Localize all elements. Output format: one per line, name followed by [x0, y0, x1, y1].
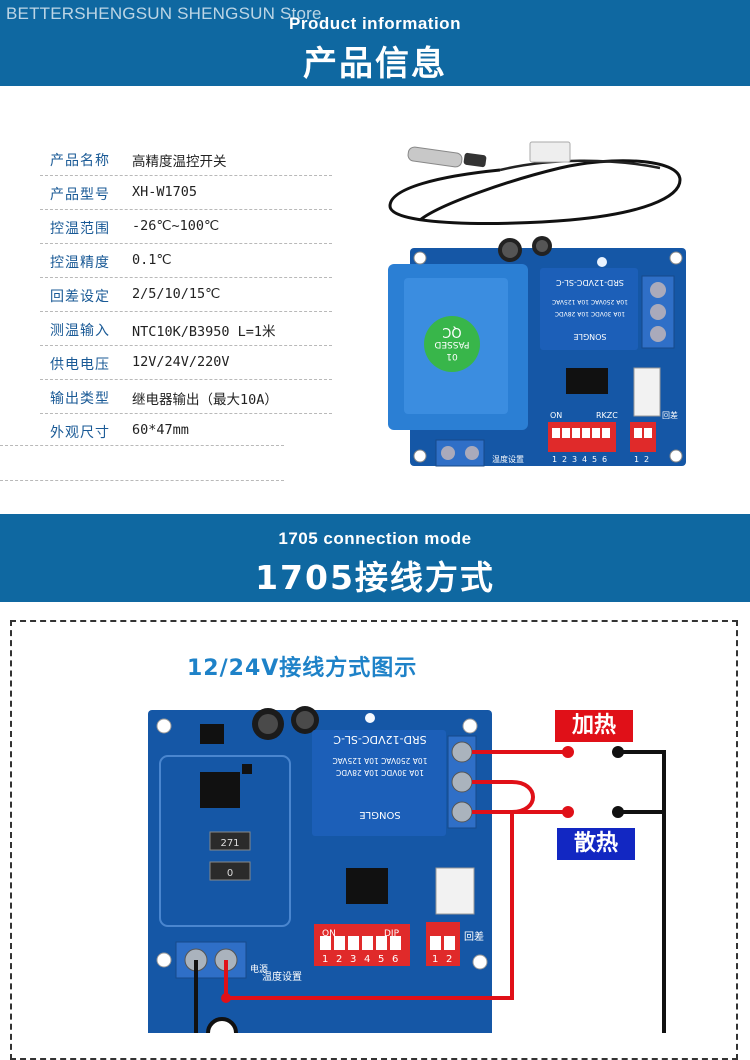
- hysteresis-label: 回差: [464, 930, 484, 943]
- heat-label: 加热: [555, 710, 633, 742]
- spec-row: 产品型号 XH-W1705: [0, 176, 332, 210]
- relay-model-text: SRD-12VDC-SL-C: [556, 278, 624, 287]
- row-divider: [40, 175, 332, 176]
- dip-number: 3: [572, 455, 577, 464]
- hysteresis-label: 回差: [662, 410, 678, 420]
- spec-value: 2/5/10/15℃: [132, 286, 221, 302]
- qc-seal-text: 01: [446, 351, 457, 361]
- dip-number: 1: [634, 455, 639, 464]
- spec-row: 测温输入 NTC10K/B3950 L=1米: [0, 312, 332, 346]
- dip-model-label: RKZC: [596, 411, 618, 420]
- row-divider: [40, 413, 332, 414]
- spec-label: 控温精度: [50, 255, 110, 271]
- product-photo: QC PASSED 01 SRD-12VDC-SL-C 10A 250VAC 1…: [388, 141, 686, 467]
- spec-value: -26℃~100℃: [132, 218, 220, 234]
- temp-setting-label: 温度设置: [492, 454, 524, 464]
- spec-value: 0.1℃: [132, 252, 172, 268]
- connection-title-en: 1705 connection mode: [278, 529, 472, 548]
- spec-row: 外观尺寸 60*47mm: [0, 414, 332, 448]
- wiring-diagram-title: 12/24V接线方式图示: [187, 656, 418, 681]
- product-info-banner: Product information 产品信息 BETTERSHENGSUN …: [0, 0, 750, 86]
- row-divider: [40, 345, 332, 346]
- control-board: QC PASSED 01 SRD-12VDC-SL-C 10A 250VAC 1…: [388, 236, 686, 467]
- dip-number: 6: [602, 455, 607, 464]
- spec-row: 回差设定 2/5/10/15℃: [0, 278, 332, 312]
- dip-number: 2: [336, 954, 342, 965]
- ntc-sensor-probe: [388, 141, 682, 225]
- dip-number: 1: [432, 954, 438, 965]
- heat-contact-dot: [612, 746, 624, 758]
- divider: [0, 445, 284, 446]
- spec-label: 控温范围: [50, 221, 110, 237]
- spec-label: 产品型号: [50, 187, 110, 203]
- product-info-title-zh: 产品信息: [303, 44, 447, 84]
- spec-row: 产品名称 高精度温控开关: [0, 142, 332, 176]
- spec-row: 控温精度 0.1℃: [0, 244, 332, 278]
- connection-title-zh: 1705接线方式: [255, 558, 495, 597]
- row-divider: [40, 209, 332, 210]
- dip-number: 5: [592, 455, 597, 464]
- spec-value: NTC10K/B3950 L=1米: [132, 324, 276, 340]
- power-source-symbol: [206, 1017, 238, 1033]
- product-info-title-en: Product information: [289, 14, 461, 33]
- wire-junction-dot: [221, 993, 231, 1003]
- row-divider: [40, 277, 332, 278]
- heat-contact-dot: [562, 746, 574, 758]
- chip-label: 0: [227, 868, 233, 879]
- spec-value: 高精度温控开关: [132, 154, 227, 170]
- chip-label: 271: [220, 838, 239, 849]
- row-divider: [40, 311, 332, 312]
- row-divider: [40, 243, 332, 244]
- connection-mode-banner: 1705 connection mode 1705接线方式: [0, 514, 750, 602]
- dip-number: 1: [322, 954, 328, 965]
- dip-number: 5: [378, 954, 384, 965]
- dip-number: 2: [446, 954, 452, 965]
- row-divider: [40, 379, 332, 380]
- qc-seal-text: QC: [442, 324, 461, 339]
- spec-value: 继电器输出（最大10A）: [132, 392, 278, 408]
- dip-number: 2: [644, 455, 649, 464]
- spec-value: XH-W1705: [132, 184, 198, 200]
- relay-brand-text: SONGLE: [359, 809, 400, 820]
- dip-number: 6: [392, 954, 398, 965]
- dip-number: 3: [350, 954, 356, 965]
- spec-label: 产品名称: [50, 153, 110, 169]
- dip-number: 4: [582, 455, 587, 464]
- relay-model-text: SRD-12VDC-SL-C: [333, 733, 427, 746]
- power-label: 电源: [250, 963, 268, 975]
- dip-label: DIP: [384, 929, 400, 939]
- qc-seal-text: PASSED: [434, 339, 469, 349]
- dip-number: 1: [552, 455, 557, 464]
- spec-label: 测温输入: [50, 323, 110, 339]
- spec-row: 供电电压 12V/24V/220V: [0, 346, 332, 380]
- wiring-lines: [194, 750, 666, 1033]
- spec-label: 回差设定: [50, 289, 110, 305]
- cool-label: 散热: [557, 828, 635, 860]
- cool-contact-dot: [612, 806, 624, 818]
- relay-brand-text: SONGLE: [573, 332, 606, 341]
- spec-label: 供电电压: [50, 357, 110, 373]
- wiring-diagram: 271 0 SRD-12VDC-SL-C 10A 250VAC 10A 125V…: [148, 706, 666, 1033]
- relay-rating-text: 10A 30VDC 10A 28VDC: [336, 768, 424, 777]
- spec-row: 控温范围 -26℃~100℃: [0, 210, 332, 244]
- store-watermark: BETTERSHENGSUN SHENGSUN Store: [6, 4, 322, 23]
- dip-number: 4: [364, 954, 370, 965]
- spec-row: 输出类型 继电器输出（最大10A）: [0, 380, 332, 414]
- dip-number: 2: [562, 455, 567, 464]
- relay-rating-text: 10A 30VDC 10A 28VDC: [555, 310, 625, 317]
- relay-rating-text: 10A 250VAC 10A 125VAC: [552, 298, 628, 305]
- dip-on-label: ON: [322, 929, 336, 939]
- temp-setting-label: 温度设置: [262, 970, 302, 983]
- divider: [0, 480, 284, 481]
- spec-label: 外观尺寸: [50, 425, 110, 441]
- relay-rating-text: 10A 250VAC 10A 125VAC: [333, 756, 428, 765]
- wiring-board: 271 0 SRD-12VDC-SL-C 10A 250VAC 10A 125V…: [148, 706, 492, 1033]
- cool-contact-dot: [562, 806, 574, 818]
- dip-on-label: ON: [550, 411, 562, 420]
- spec-label: 输出类型: [50, 391, 110, 407]
- spec-value: 12V/24V/220V: [132, 354, 230, 370]
- spec-value: 60*47mm: [132, 422, 189, 438]
